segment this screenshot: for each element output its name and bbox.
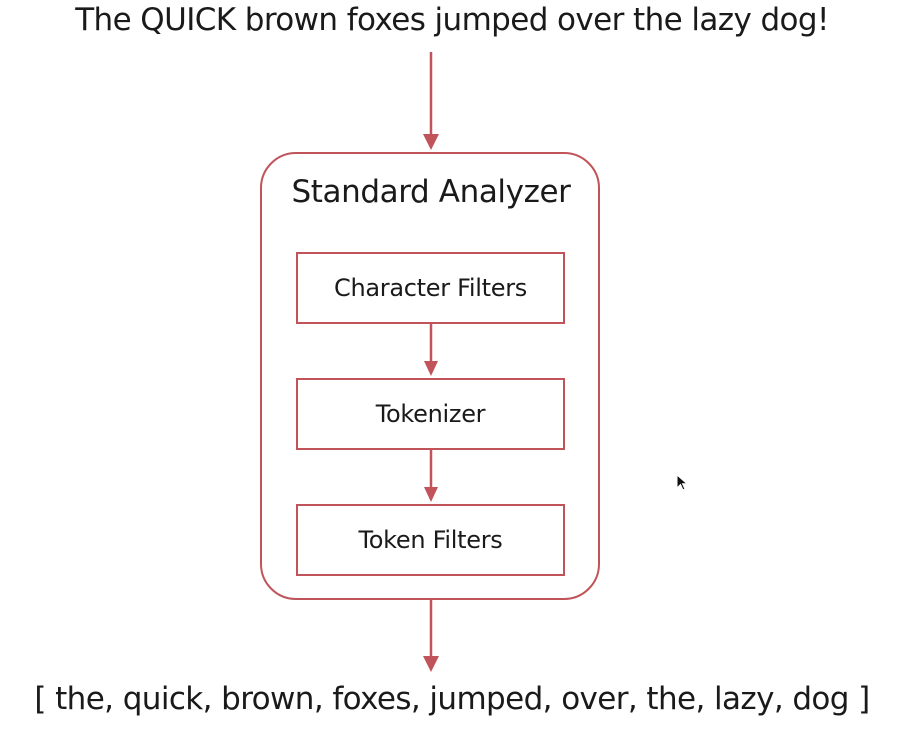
analyzer-container (260, 152, 600, 600)
arrowhead-tokenizer-to-token-filters (424, 487, 438, 502)
input-sentence: The QUICK brown foxes jumped over the la… (75, 2, 829, 38)
arrowhead-character-filters-to-tokenizer (424, 361, 438, 376)
stage-character-filters: Character Filters (296, 252, 565, 324)
output-tokens: [ the, quick, brown, foxes, jumped, over… (34, 681, 870, 717)
arrowhead-analyzer-to-output (423, 656, 439, 672)
stage-tokenizer: Tokenizer (296, 378, 565, 450)
analyzer-title: Standard Analyzer (291, 174, 571, 210)
stage-token-filters: Token Filters (296, 504, 565, 576)
arrowhead-input-to-analyzer (423, 134, 439, 150)
mouse-pointer-icon (676, 474, 689, 491)
